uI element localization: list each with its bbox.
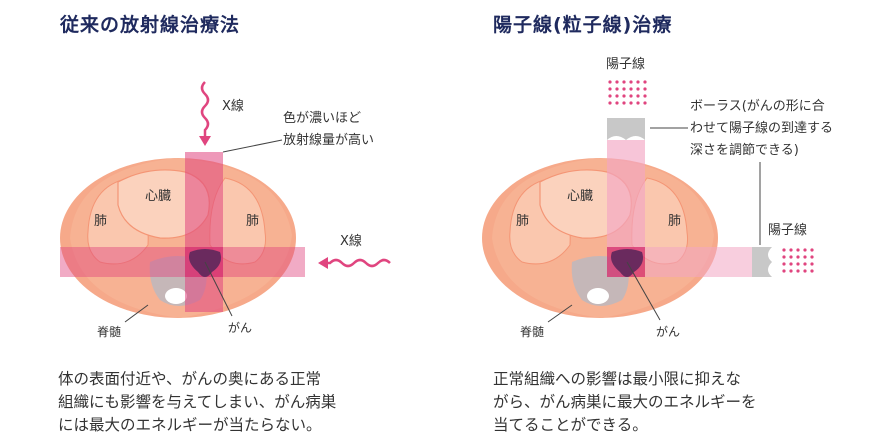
right-title: 陽子線(粒子線)治療 [493,14,673,36]
left-lung-left-label: 肺 [94,214,107,229]
left-horizontal-beam [60,247,305,277]
right-proton-top-label: 陽子線 [606,56,645,72]
right-caption: 正常組織への影響は最小限に抑えな がら、がん病巣に最大のエネルギーを 当てること… [493,368,757,437]
right-top-bolus [607,118,645,140]
right-side-proton-dots-icon [782,248,814,273]
right-bolus-line1: ボーラス(がんの形に合 [690,99,825,114]
left-lung-right-label: 肺 [246,214,259,229]
right-horizontal-beam [645,247,752,277]
right-spinal-cord [587,288,609,304]
left-xray-right-label: X線 [340,233,362,249]
right-cancer-label: がん [656,324,680,339]
right-lung-right-label: 肺 [668,214,681,229]
right-caption-line2: がら、がん病巣に最大のエネルギーを [493,393,757,411]
left-xray-top-arrow-icon [199,136,211,146]
right-proton-right-label: 陽子線 [768,222,807,238]
right-caption-line3: 当てることができる。 [493,416,648,434]
left-caption: 体の表面付近や、がんの奥にある正常 組織にも影響を与えてしまい、がん病巣 には最… [58,368,336,437]
right-torso [482,158,718,318]
right-heart-label: 心臓 [567,189,593,204]
right-top-proton-dots-icon [608,80,647,105]
right-side-bolus [752,247,772,277]
left-xray-right-wave-icon [320,258,391,268]
left-caption-line2: 組織にも影響を与えてしまい、がん病巣 [58,393,337,411]
left-heart-label: 心臓 [145,189,171,204]
left-color-note-line2: 放射線量が高い [283,132,374,148]
left-caption-line3: には最大のエネルギーが当たらない。 [58,416,322,434]
left-xray-right-arrow-icon [318,257,328,269]
left-spine-label: 脊髄 [97,324,121,339]
left-note-leader [222,139,283,153]
left-title: 従来の放射線治療法 [60,14,241,36]
right-lung-left-label: 肺 [516,214,529,229]
right-vertical-beam [607,140,645,250]
left-xray-top-label: X線 [222,98,244,114]
right-spine-label: 脊髄 [520,324,544,339]
right-bolus-line3: 深さを調節できる) [690,143,799,158]
left-xray-top-wave-icon [200,81,210,140]
left-vertical-beam [185,152,223,312]
left-caption-line1: 体の表面付近や、がんの奥にある正常 [58,370,322,388]
left-spinal-cord [165,288,187,304]
left-cancer-label: がん [228,320,252,335]
right-bolus-line2: わせて陽子線の到達する [690,120,833,136]
right-caption-line1: 正常組織への影響は最小限に抑えな [493,370,742,388]
left-color-note-line1: 色が濃いほど [283,110,361,126]
left-torso [60,158,296,318]
